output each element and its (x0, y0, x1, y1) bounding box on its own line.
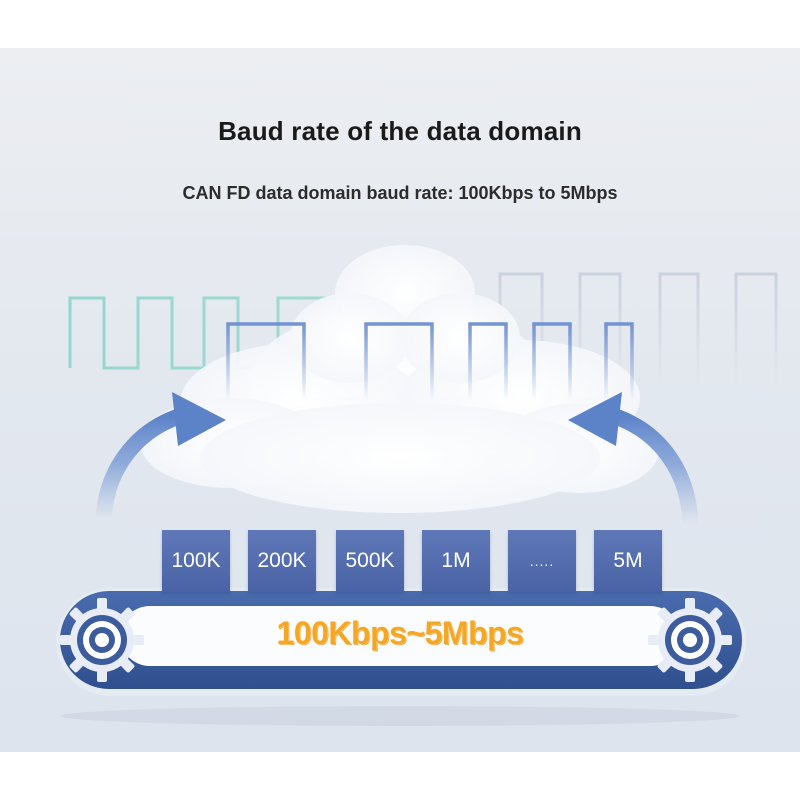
page-title: Baud rate of the data domain (218, 116, 582, 146)
rate-box-1m: 1M (422, 530, 490, 592)
rate-box-100k: 100K (162, 530, 230, 592)
curved-arrow-right (568, 392, 698, 525)
page-subtitle: CAN FD data domain baud rate: 100Kbps to… (182, 183, 618, 203)
diagram-scene: Baud rate of the data domain CAN FD data… (0, 48, 800, 752)
curved-arrow-left (96, 392, 226, 521)
band-range-label: 100Kbps~5Mbps (276, 615, 524, 651)
rate-box-5m: 5M (594, 530, 662, 592)
conveyor-band (56, 588, 746, 696)
blue-square-wave (226, 322, 634, 402)
grey-square-wave (498, 272, 778, 390)
floor-shadow (60, 706, 740, 726)
rate-box-200k: 200K (248, 530, 316, 592)
rate-box-ellipsis: ..... (508, 530, 576, 592)
diagram-artwork (56, 245, 778, 726)
cloud (140, 245, 660, 513)
gear-icon-right (648, 598, 732, 682)
gear-icon-left (60, 598, 144, 682)
rate-box-500k: 500K (336, 530, 404, 592)
